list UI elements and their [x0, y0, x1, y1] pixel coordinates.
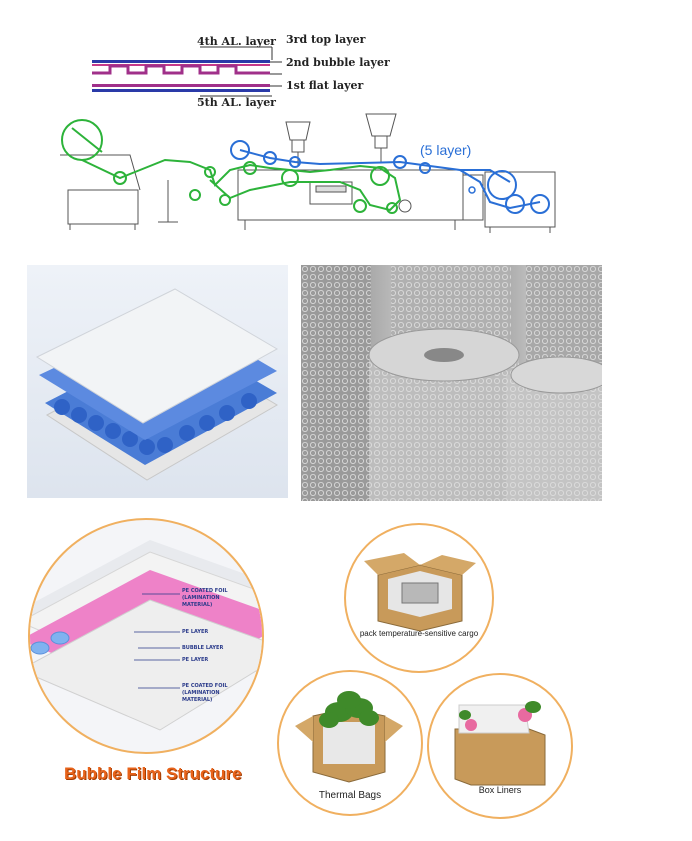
callout-pe-coated-foil-bottom-line3: MATERIAL)	[182, 697, 213, 703]
callout-pe-coated-foil-bottom-line1: PE COATED FOIL	[182, 683, 228, 689]
callout-pe-layer-1: PE LAYER	[182, 629, 209, 635]
callout-pe-coated-foil-bottom: PE COATED FOIL (LAMINATION MATERIAL)	[182, 683, 228, 704]
bubble-film-structure: PE COATED FOIL (LAMINATION MATERIAL) PE …	[28, 518, 268, 758]
callout-pe-layer-2: PE LAYER	[182, 657, 209, 663]
callout-pe-coated-foil-bottom-line2: (LAMINATION	[182, 690, 220, 696]
callout-pe-coated-foil-top-line1: PE COATED FOIL	[182, 588, 228, 594]
callout-pe-coated-foil-top-line3: MATERIAL)	[182, 602, 213, 608]
thermal-bags-caption: Thermal Bags	[318, 790, 382, 801]
label-4th-al-layer: 4th AL. layer	[197, 35, 276, 48]
cargo-box-graphic	[364, 553, 476, 632]
box-liners-caption: Box Liners	[478, 785, 522, 795]
thermal-bags-circle: Thermal Bags	[277, 670, 423, 816]
production-line-graphic	[60, 113, 556, 233]
cargo-application-circle: pack temperature-sensitive cargo	[344, 523, 494, 673]
structure-title: Bubble Film Structure	[64, 764, 242, 783]
cargo-caption: pack temperature-sensitive cargo	[359, 629, 479, 638]
label-5th-al-layer: 5th AL. layer	[197, 96, 276, 109]
box-liners-circle: Box Liners	[427, 673, 573, 819]
box-liners-graphic	[454, 701, 546, 786]
machine-diagram: (5 layer)	[40, 110, 640, 240]
structure-graphic	[30, 540, 262, 731]
film-layers-graphic	[35, 288, 279, 481]
callout-pe-coated-foil-top: PE COATED FOIL (LAMINATION MATERIAL)	[182, 588, 228, 609]
layer-diagram: 4th AL. layer 3rd top layer 2nd bubble l…	[0, 0, 692, 110]
foil-rolls-graphic	[301, 265, 602, 501]
thermal-bags-graphic	[295, 691, 403, 783]
five-layer-label: (5 layer)	[420, 142, 472, 158]
label-3rd-top-layer: 3rd top layer	[286, 33, 366, 46]
layer-diagram-graphic	[92, 46, 282, 97]
label-2nd-bubble-layer: 2nd bubble layer	[286, 56, 390, 69]
structure-circle: PE COATED FOIL (LAMINATION MATERIAL) PE …	[28, 518, 264, 754]
label-1st-flat-layer: 1st flat layer	[286, 79, 364, 92]
callout-bubble-layer: BUBBLE LAYER	[182, 645, 224, 651]
film-layers-render	[27, 265, 288, 498]
foil-rolls-photo	[301, 265, 602, 501]
callout-pe-coated-foil-top-line2: (LAMINATION	[182, 595, 220, 601]
